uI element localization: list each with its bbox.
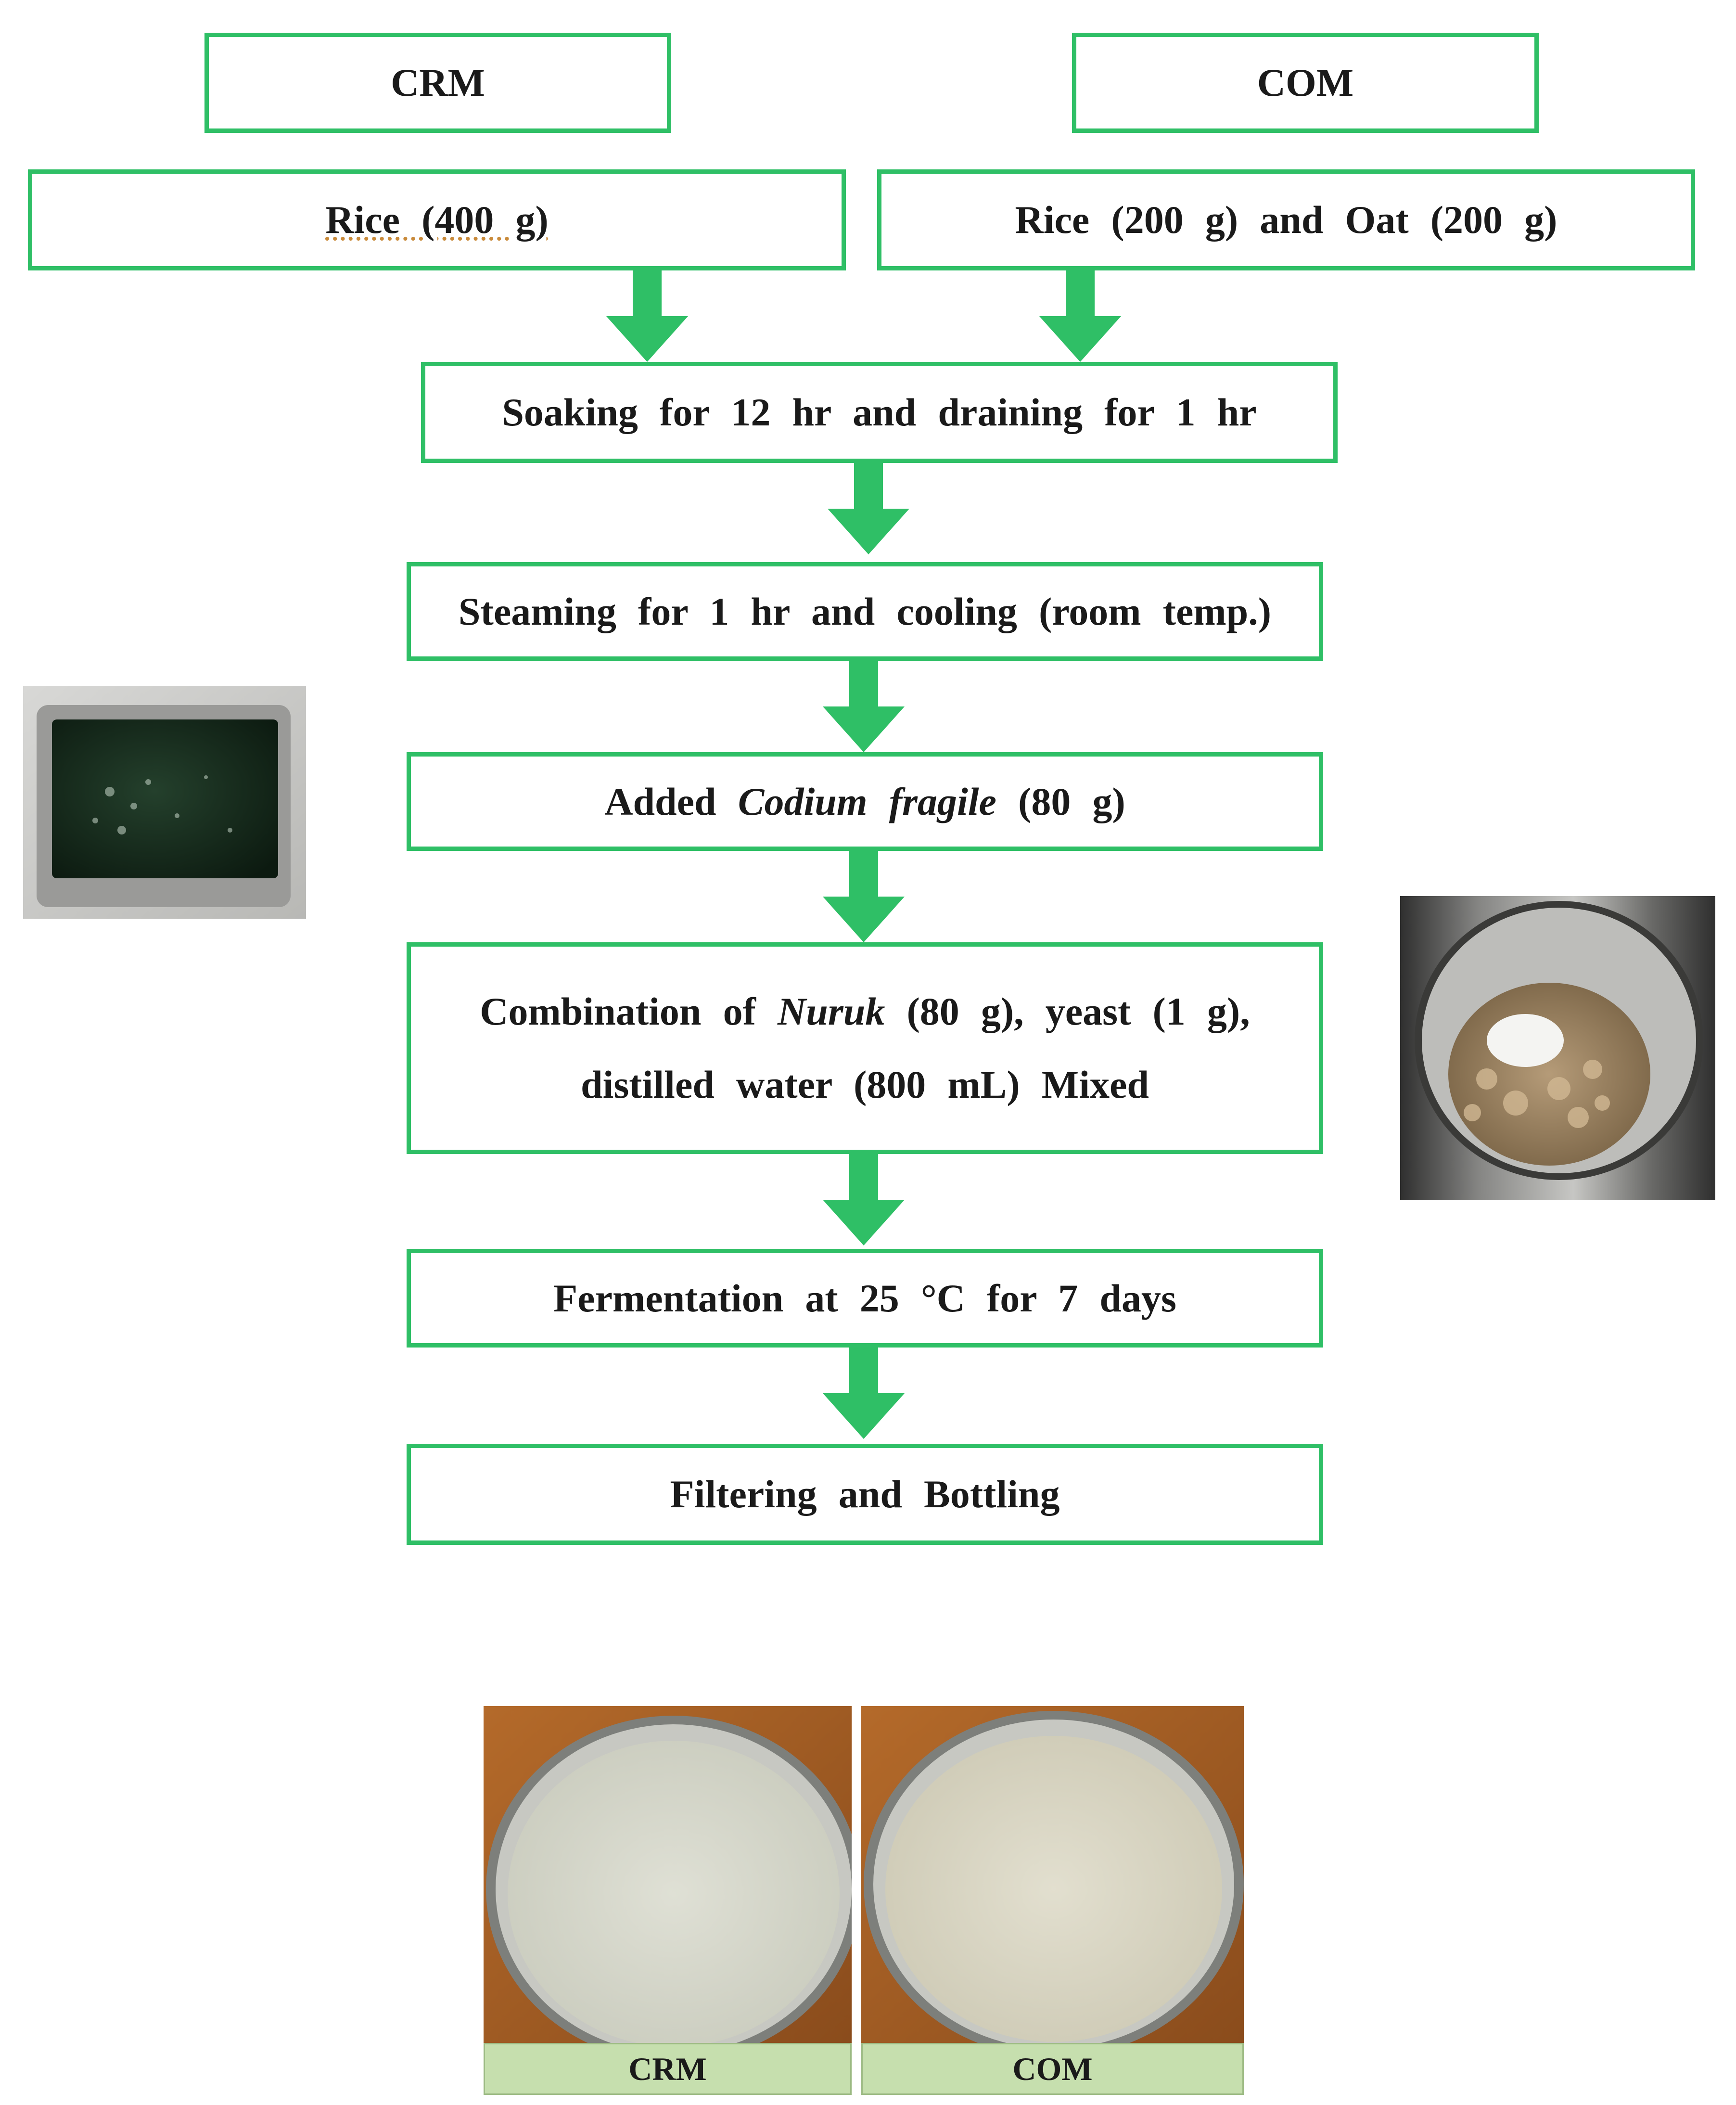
combination-prefix: Combination of	[480, 989, 756, 1034]
crm-caption-text: CRM	[628, 2050, 707, 2087]
soaking-step-text: Soaking for 12 hr and draining for 1 hr	[502, 390, 1257, 435]
added-species: Codium fragile	[738, 779, 996, 823]
com-caption-text: COM	[1012, 2050, 1093, 2087]
added-seaweed-step-box: Added Codium fragile (80 g)	[407, 752, 1323, 851]
added-seaweed-step-text: Added Codium fragile (80 g)	[604, 766, 1125, 837]
crm-group-box: CRM	[204, 33, 671, 133]
com-photo-caption: COM	[861, 2043, 1244, 2095]
down-arrow-icon	[828, 463, 909, 554]
crm-ingredient-text: Rice (400 g)	[325, 198, 549, 242]
combination-line2: distilled water (800 mL) Mixed	[581, 1063, 1149, 1106]
codium-fragile-photo	[23, 686, 306, 919]
com-ingredient-box: Rice (200 g) and Oat (200 g)	[877, 169, 1695, 270]
down-arrow-icon	[606, 270, 688, 362]
fermentation-mixture-photo	[1400, 896, 1715, 1200]
added-amount: (80 g)	[1018, 779, 1125, 823]
com-group-box: COM	[1072, 33, 1539, 133]
crm-photo-caption: CRM	[484, 2043, 852, 2095]
com-ingredient-text: Rice (200 g) and Oat (200 g)	[1015, 198, 1557, 242]
fermentation-step-box: Fermentation at 25 °C for 7 days	[407, 1249, 1323, 1348]
down-arrow-icon	[1039, 270, 1121, 362]
combination-nuruk: Nuruk	[778, 989, 885, 1034]
soaking-step-box: Soaking for 12 hr and draining for 1 hr	[421, 362, 1338, 463]
steaming-step-text: Steaming for 1 hr and cooling (room temp…	[458, 589, 1272, 633]
combination-step-box: Combination of Nuruk (80 g), yeast (1 g)…	[407, 942, 1323, 1154]
crm-group-label: CRM	[391, 61, 485, 105]
added-prefix: Added	[604, 779, 716, 823]
crm-makgeolli-photo	[484, 1706, 852, 2043]
com-makgeolli-photo	[861, 1706, 1244, 2043]
crm-ingredient-box: Rice (400 g)	[28, 169, 846, 270]
filtering-step-box: Filtering and Bottling	[407, 1444, 1323, 1545]
fermentation-step-text: Fermentation at 25 °C for 7 days	[553, 1276, 1176, 1320]
combination-line1-rest: (80 g), yeast (1 g),	[906, 989, 1250, 1034]
combination-step-text: Combination of Nuruk (80 g), yeast (1 g)…	[480, 975, 1250, 1121]
com-group-label: COM	[1257, 61, 1354, 105]
filtering-step-text: Filtering and Bottling	[670, 1472, 1060, 1516]
down-arrow-icon	[823, 1154, 905, 1245]
down-arrow-icon	[823, 1348, 905, 1439]
down-arrow-icon	[823, 851, 905, 942]
down-arrow-icon	[823, 661, 905, 752]
steaming-step-box: Steaming for 1 hr and cooling (room temp…	[407, 562, 1323, 661]
